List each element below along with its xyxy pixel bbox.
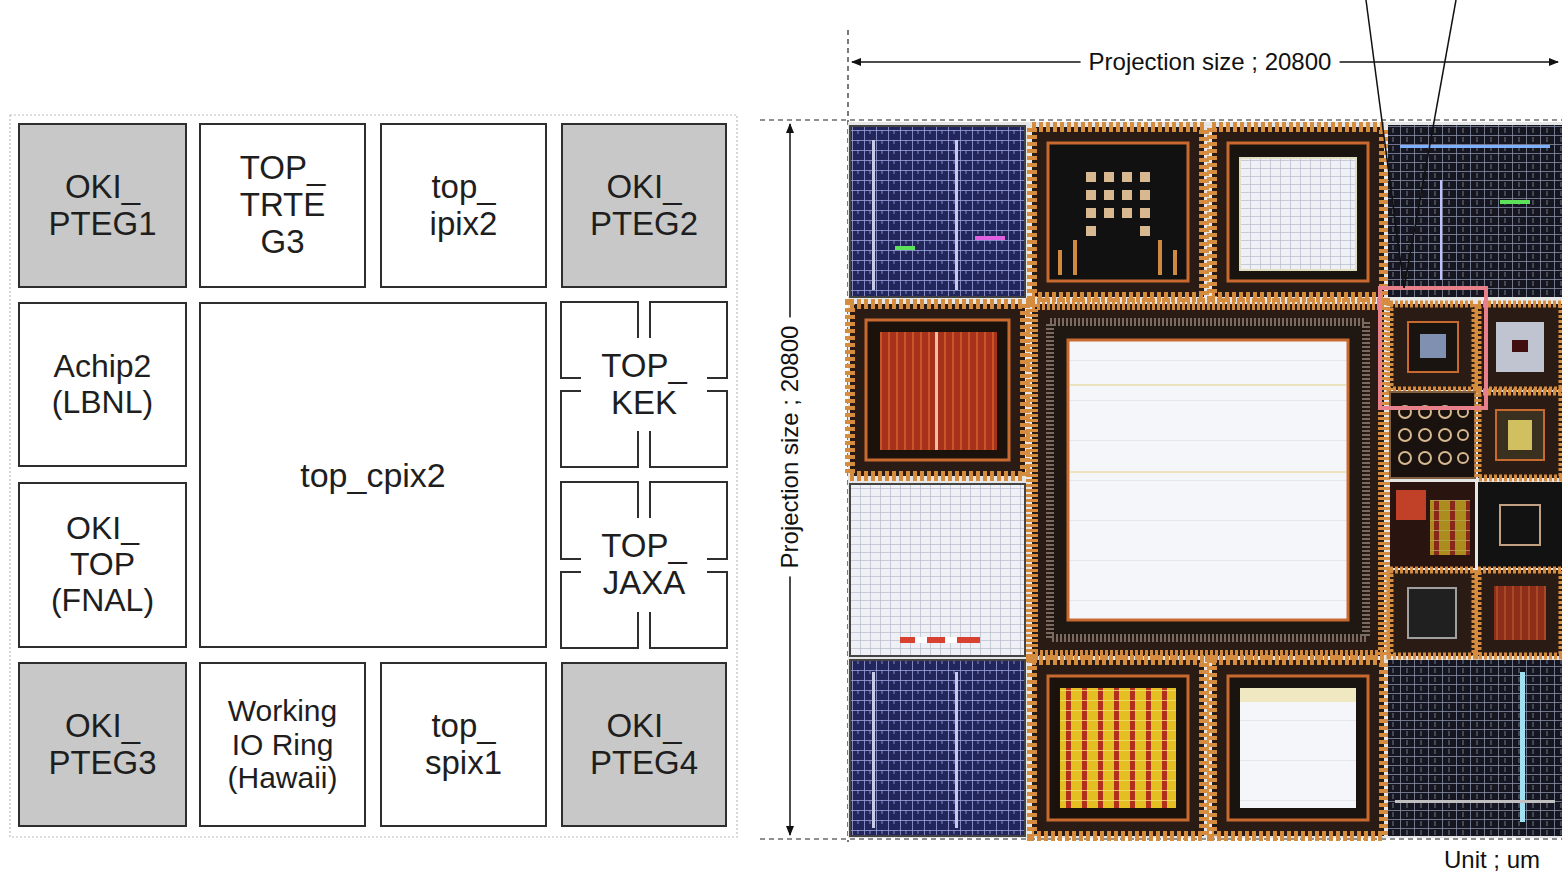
design-block: TOP_ KEK: [583, 340, 705, 430]
unit-note: Unit ; um: [1444, 847, 1540, 873]
dimension-lines: [760, 30, 1562, 842]
text-line: JAXA: [601, 565, 687, 602]
text-line: KEK: [601, 385, 687, 422]
text-line: OKI_: [51, 511, 154, 547]
text-line: top_: [425, 708, 502, 745]
block-name: Achip2 (LBNL): [52, 349, 153, 421]
block-name: Working IO Ring (Hawaii): [227, 694, 337, 795]
text-line: Working: [227, 694, 337, 728]
text-line: OKI_: [48, 708, 156, 745]
block-name: TOP_ KEK: [601, 348, 687, 422]
notched-outline: [561, 302, 727, 648]
test-element-block: OKI_ PTEG2: [561, 123, 727, 288]
text-line: PTEG3: [48, 745, 156, 782]
floorplan-frame: [10, 115, 737, 837]
design-block: Working IO Ring (Hawaii): [199, 662, 366, 827]
block-name: OKI_ TOP (FNAL): [51, 511, 154, 618]
text-line: top_cpix2: [300, 456, 446, 494]
text-line: G3: [240, 224, 326, 261]
text-line: IO Ring: [227, 728, 337, 762]
text-line: TOP_: [240, 150, 326, 187]
design-block: Achip2 (LBNL): [18, 302, 187, 467]
design-block: TOP_ TRTE G3: [199, 123, 366, 288]
text-line: OKI_: [590, 708, 698, 745]
dimension-label: Projection size ; 20800: [1081, 49, 1340, 75]
block-name: top_cpix2: [300, 456, 446, 494]
text-line: PTEG4: [590, 745, 698, 782]
text-line: PTEG2: [590, 206, 698, 243]
text-line: TOP_: [601, 528, 687, 565]
text-line: (Hawaii): [227, 761, 337, 795]
text-line: TRTE: [240, 187, 326, 224]
text-line: (LBNL): [52, 385, 153, 421]
test-element-block: OKI_ PTEG4: [561, 662, 727, 827]
text-line: top_: [430, 169, 498, 206]
text-line: ipix2: [430, 206, 498, 243]
design-block: top_cpix2: [199, 302, 547, 648]
design-block: TOP_ JAXA: [583, 520, 705, 610]
die-photo: [848, 122, 1562, 838]
text-line: OKI_: [590, 169, 698, 206]
highlight-callout: [1366, 0, 1486, 408]
block-name: OKI_ PTEG2: [590, 169, 698, 243]
test-element-block: OKI_ PTEG3: [18, 662, 187, 827]
dimension-label: Projection size ; 20800: [777, 318, 803, 577]
text-line: Achip2: [52, 349, 153, 385]
block-name: OKI_ PTEG4: [590, 708, 698, 782]
block-name: OKI_ PTEG1: [48, 169, 156, 243]
design-block: OKI_ TOP (FNAL): [18, 482, 187, 648]
design-block: top_ ipix2: [380, 123, 547, 288]
design-block: top_ spix1: [380, 662, 547, 827]
block-name: OKI_ PTEG3: [48, 708, 156, 782]
block-name: top_ spix1: [425, 708, 502, 782]
block-name: TOP_ JAXA: [601, 528, 687, 602]
text-line: OKI_: [48, 169, 156, 206]
text-line: TOP: [51, 547, 154, 583]
block-name: TOP_ TRTE G3: [240, 150, 326, 261]
text-line: TOP_: [601, 348, 687, 385]
block-name: top_ ipix2: [430, 169, 498, 243]
text-line: spix1: [425, 745, 502, 782]
text-line: (FNAL): [51, 583, 154, 619]
text-line: PTEG1: [48, 206, 156, 243]
test-element-block: OKI_ PTEG1: [18, 123, 187, 288]
